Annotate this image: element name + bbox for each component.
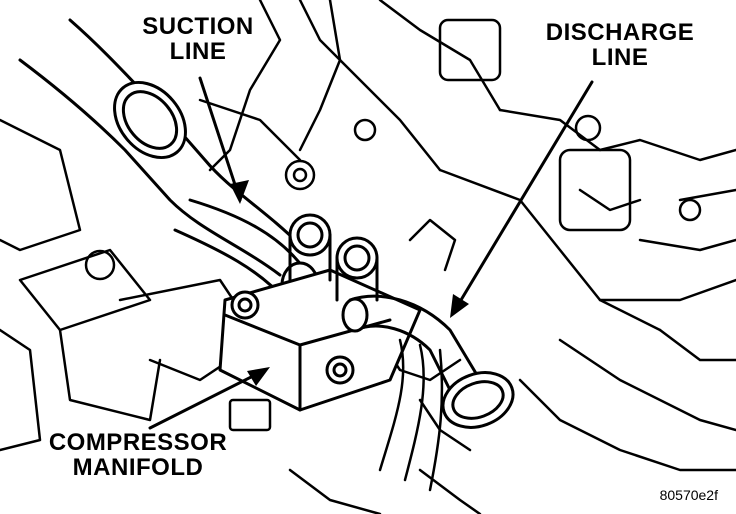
- compressor-manifold-label-line2: MANIFOLD: [72, 454, 204, 482]
- figure-code: 80570e2f: [659, 487, 718, 503]
- arrow-heads: [230, 180, 469, 386]
- discharge-line-hose: [341, 294, 515, 429]
- suction-line-label: SUCTION LINE: [128, 13, 268, 66]
- suction-line-label-line2: LINE: [169, 38, 227, 66]
- discharge-line-label-line1: DISCHARGE: [545, 19, 695, 46]
- wiring-harness: [378, 218, 457, 492]
- discharge-line-label: DISCHARGE LINE: [532, 19, 708, 72]
- manifold-block: [218, 213, 422, 412]
- compressor-manifold-label: COMPRESSOR MANIFOLD: [28, 429, 248, 482]
- discharge-line-label-line2: LINE: [591, 44, 649, 72]
- compressor-manifold-label-line1: COMPRESSOR: [48, 429, 228, 456]
- leader-arrows: [148, 76, 594, 430]
- suction-line-label-line1: SUCTION: [142, 13, 254, 40]
